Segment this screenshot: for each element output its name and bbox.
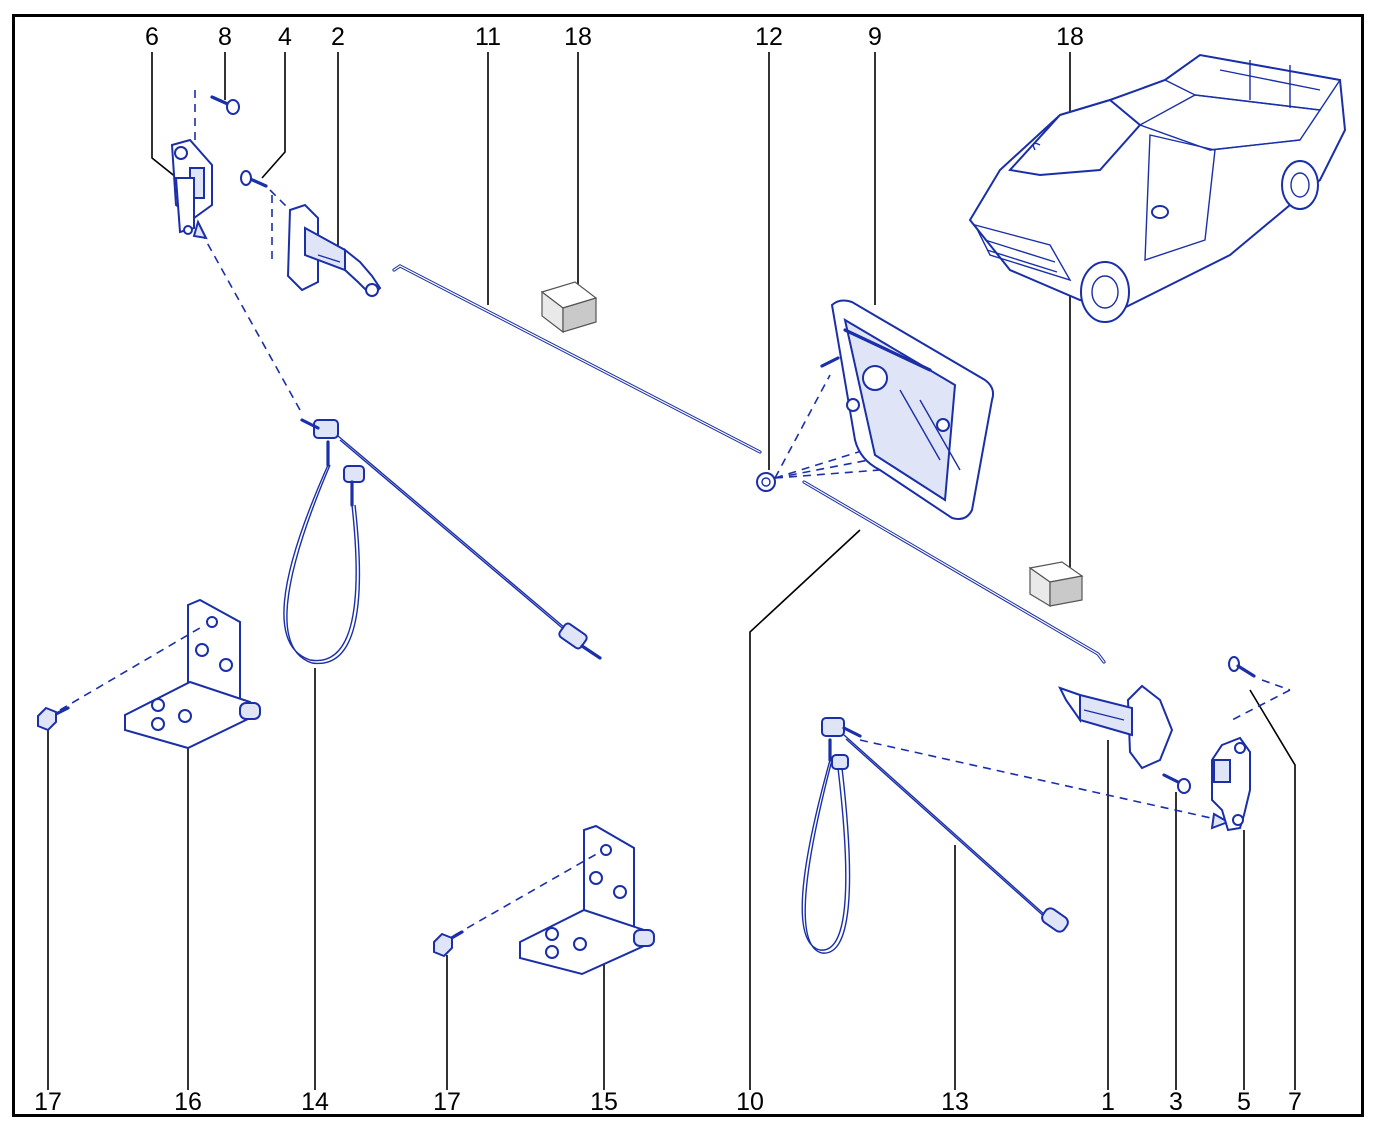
hinge-bracket-part-16: [124, 598, 261, 750]
callout-15-bottom: 15: [590, 1088, 618, 1116]
leader-10: [749, 529, 861, 1090]
guide-7-to-5: [1261, 679, 1291, 691]
callout-5-bottom: 5: [1237, 1088, 1251, 1116]
callout-17-bottom-mid: 17: [433, 1088, 461, 1116]
cable-part-14: [283, 418, 602, 665]
diagram-frame: [12, 14, 1364, 1117]
leader-4: [261, 52, 286, 179]
callout-10-bottom: 10: [736, 1088, 764, 1116]
callout-6-top: 6: [145, 23, 159, 51]
callout-18-top-right: 18: [1056, 23, 1084, 51]
guide-14-to-6: [199, 229, 301, 411]
guide-13-to-5: [859, 739, 1221, 821]
arrow-head-to-5: [1210, 812, 1231, 830]
cable-part-13: [801, 717, 1069, 954]
screw-part-8: [210, 95, 240, 115]
nut-part-12: [756, 472, 776, 492]
vehicle-illustration: [968, 53, 1347, 323]
callout-11-top: 11: [475, 23, 501, 51]
callout-labels-bottom: 17 16 14 17 15 10 13 1 3 5 7: [34, 1088, 1302, 1116]
bolt-part-17-left: [37, 706, 70, 732]
hinge-bracket-part-15: [519, 824, 655, 976]
screw-part-7: [1228, 656, 1256, 678]
callout-9-top: 9: [868, 23, 882, 51]
callout-labels-top: 6 8 4 2 11 18 12 9 18: [145, 23, 1084, 51]
lock-body-part-2: [286, 203, 382, 298]
guide-17-to-16: [59, 624, 206, 711]
door-handle-part-9: [820, 299, 995, 520]
leader-7: [1249, 689, 1296, 1090]
lock-body-part-1: [1058, 684, 1174, 770]
foam-block-part-18-right: [1028, 561, 1084, 608]
callout-16-bottom: 16: [174, 1088, 202, 1116]
callout-1-bottom: 1: [1101, 1088, 1115, 1116]
callout-8-top: 8: [218, 23, 232, 51]
callout-4-top: 4: [278, 23, 292, 51]
callout-2-top: 2: [331, 23, 345, 51]
callout-18-top-left: 18: [564, 23, 592, 51]
callout-3-bottom: 3: [1169, 1088, 1183, 1116]
leader-6: [151, 52, 178, 179]
guide-4-to-2: [269, 189, 291, 211]
callout-7-bottom: 7: [1288, 1088, 1302, 1116]
guide-7-to-5b: [1231, 689, 1291, 721]
bolt-part-17-mid: [433, 930, 464, 958]
callout-12-top: 12: [755, 23, 783, 51]
leader-lines: [47, 52, 1296, 1090]
screw-part-3: [1162, 773, 1191, 794]
striker-bracket-part-6: [170, 138, 213, 235]
callout-13-bottom: 13: [941, 1088, 969, 1116]
striker-bracket-part-5: [1211, 736, 1251, 832]
rod-part-11: [392, 264, 762, 454]
screw-part-4: [240, 170, 268, 188]
rod-part-10: [802, 480, 1106, 664]
foam-block-part-18-left: [540, 281, 598, 334]
callout-17-bottom-left: 17: [34, 1088, 62, 1116]
callout-14-bottom: 14: [301, 1088, 329, 1116]
arrow-head-to-6: [192, 219, 208, 240]
